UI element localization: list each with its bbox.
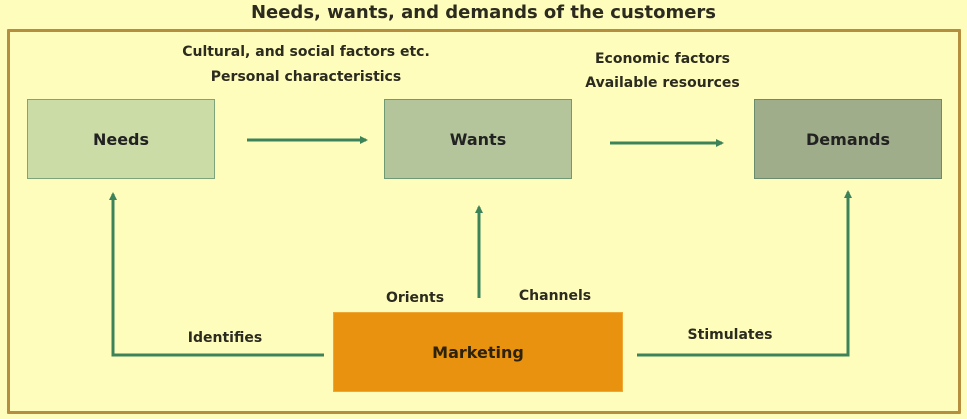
node-needs-label: Needs bbox=[92, 129, 150, 149]
node-demands: Demands bbox=[754, 99, 942, 179]
diagram-frame bbox=[7, 29, 961, 414]
edge-label-identifies: Identifies bbox=[187, 330, 263, 346]
annotation-available-resources: Available resources bbox=[585, 75, 740, 91]
node-wants: Wants bbox=[384, 99, 572, 179]
edge-label-channels: Channels bbox=[518, 288, 592, 304]
node-wants-label: Wants bbox=[449, 129, 507, 149]
node-marketing: Marketing bbox=[333, 312, 623, 392]
annotation-economic-factors: Economic factors bbox=[594, 51, 730, 67]
node-demands-label: Demands bbox=[806, 129, 890, 149]
diagram-title: Needs, wants, and demands of the custome… bbox=[250, 2, 717, 23]
edge-label-stimulates: Stimulates bbox=[687, 327, 773, 343]
arrow-marketing-to-demands bbox=[637, 190, 852, 357]
annotation-personal-characteristics: Personal characteristics bbox=[210, 69, 402, 85]
node-needs: Needs bbox=[27, 99, 215, 179]
arrow-marketing-to-needs bbox=[109, 192, 324, 357]
node-marketing-label: Marketing bbox=[432, 342, 524, 362]
annotation-cultural-social-factors: Cultural, and social factors etc. bbox=[182, 44, 430, 60]
edge-label-orients: Orients bbox=[385, 290, 445, 306]
